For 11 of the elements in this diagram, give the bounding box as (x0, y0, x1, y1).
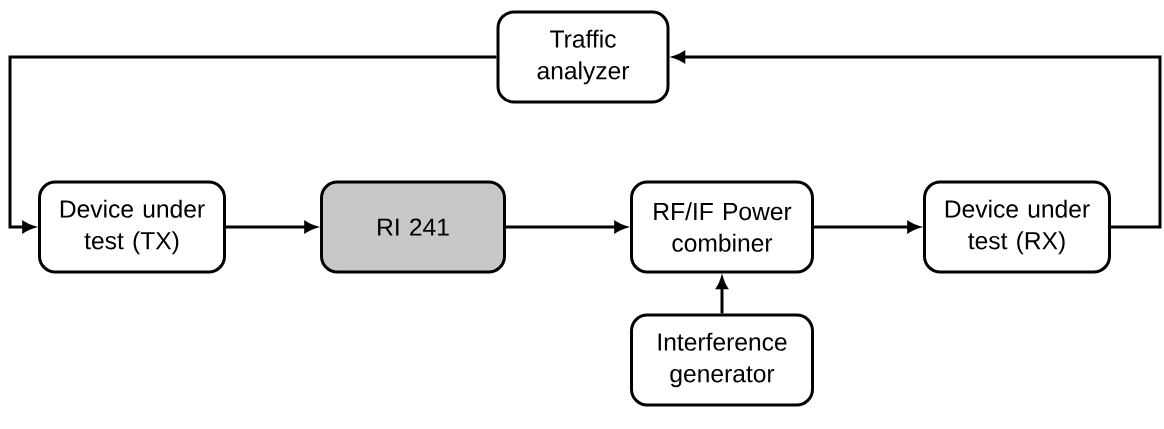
process-box: Traffic analyzer (496, 10, 670, 104)
arrow (673, 51, 1162, 229)
process-box: Device under test (RX) (923, 180, 1111, 274)
process-box: RI 241 (320, 180, 506, 274)
arrow (814, 221, 920, 233)
arrow (8, 55, 497, 233)
process-box: Interference generator (630, 313, 814, 407)
process-box: Device under test (TX) (38, 180, 226, 274)
arrow (506, 221, 627, 233)
arrow (226, 221, 317, 233)
process-box: RF/IF Power combiner (630, 180, 814, 274)
